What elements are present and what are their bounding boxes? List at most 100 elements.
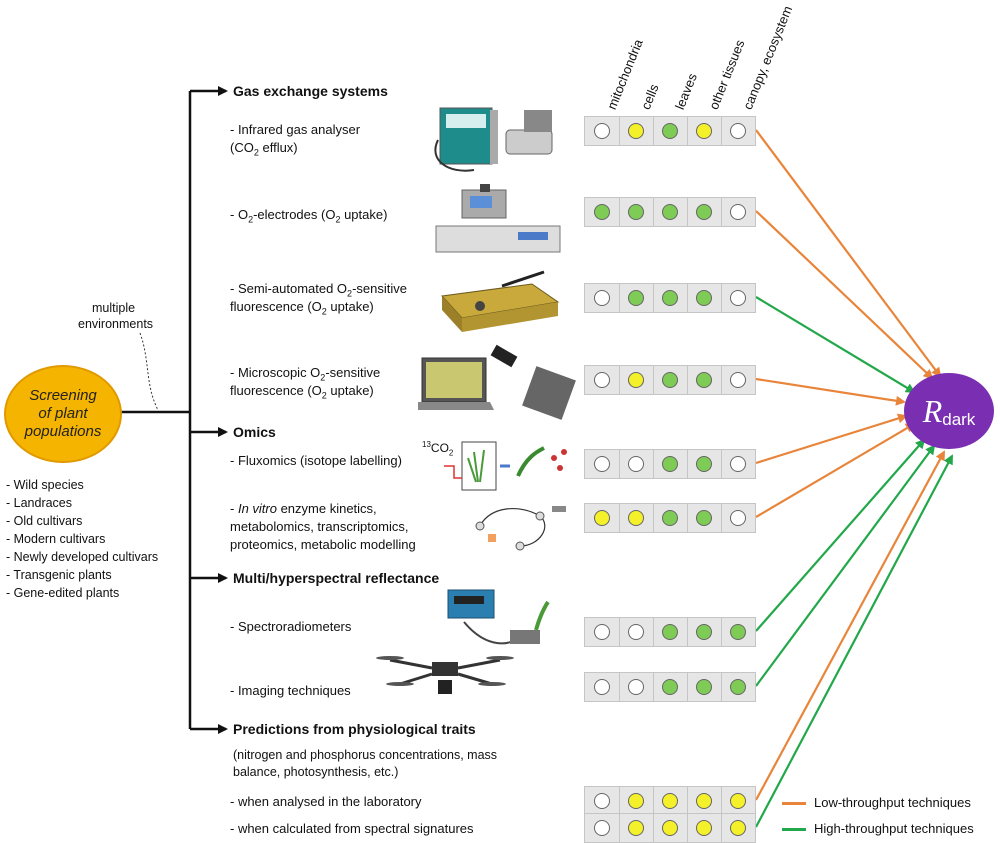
semi-automated-image [440,270,560,332]
legend-low-label: Low-throughput techniques [814,795,971,810]
matrix-dot-white [730,290,746,306]
legend-high-swatch [782,828,806,831]
matrix-cell-divider [653,198,654,226]
matrix-dot-yellow [628,793,644,809]
matrix-cell-divider [687,366,688,394]
matrix-dot-white [730,456,746,472]
species-item: - Transgenic plants [6,568,112,582]
matrix-cell-divider [653,284,654,312]
matrix-cell-divider [687,504,688,532]
matrix-dot-yellow [696,820,712,836]
matrix-dot-green [730,679,746,695]
r-dark-subscript: dark [942,410,976,429]
matrix-cell-divider [619,284,620,312]
matrix-cell-divider [687,117,688,145]
matrix-cell-divider [687,618,688,646]
species-item: - Landraces [6,496,73,510]
matrix-dot-green [696,290,712,306]
matrix-row-semi-automated [584,283,756,313]
pathway-image [475,506,566,551]
matrix-dot-white [628,456,644,472]
matrix-cell-divider [653,814,654,842]
arrow-irga [755,129,942,378]
matrix-cell-divider [721,450,722,478]
matrix-cell-divider [687,814,688,842]
co2-labelling-image [444,441,567,491]
matrix-cell-divider [653,618,654,646]
matrix-dot-yellow [696,793,712,809]
matrix-dot-white [628,679,644,695]
header-spectral: Multi/hyperspectral reflectance [233,570,440,586]
matrix-cell-divider [653,504,654,532]
matrix-cell-divider [653,787,654,815]
r-dark-symbol: R [922,392,943,429]
matrix-dot-green [662,372,678,388]
matrix-cell-divider [653,450,654,478]
arrow-imaging [755,444,936,687]
matrix-dot-white [594,624,610,640]
matrix-row-fluxomics [584,449,756,479]
screening-line3: populations [24,423,102,440]
environments-label: environments [78,317,154,331]
matrix-dot-green [662,123,678,139]
matrix-dot-green [662,510,678,526]
matrix-cell-divider [619,366,620,394]
in-vitro-label: - In vitro enzyme kinetics, [230,501,377,516]
co2-label: 13CO2 [422,440,454,458]
microscopic-label-2: fluorescence (O2 uptake) [230,383,374,401]
predictions-note-1: (nitrogen and phosphorus concentrations,… [233,748,498,762]
matrix-dot-green [662,290,678,306]
screening-line1: Screening [29,387,97,404]
matrix-row-spectral-signatures [584,813,756,843]
matrix-dot-green [662,679,678,695]
matrix-cell-divider [721,504,722,532]
arrow-fluxomics [755,413,908,465]
matrix-dot-white [594,123,610,139]
matrix-row-spectroradiometers [584,617,756,647]
species-item: - Old cultivars [6,514,83,528]
matrix-dot-yellow [628,510,644,526]
matrix-dot-white [730,123,746,139]
arrow-laboratory [755,450,945,801]
header-gas-exchange: Gas exchange systems [233,83,388,99]
matrix-dot-green [628,290,644,306]
matrix-dot-yellow [628,820,644,836]
matrix-cell-divider [619,787,620,815]
arrow-in-vitro [755,422,916,518]
matrix-cell-divider [653,673,654,701]
fluxomics-label: - Fluxomics (isotope labelling) [230,453,402,468]
matrix-cell-divider [687,450,688,478]
microscope-image [418,344,576,420]
matrix-dot-white [730,204,746,220]
gas-analyser-image [434,107,553,172]
matrix-cell-divider [653,117,654,145]
matrix-dot-white [730,510,746,526]
matrix-cell-divider [619,673,620,701]
header-omics: Omics [233,424,276,440]
semi-automated-label-2: fluorescence (O2 uptake) [230,299,374,317]
matrix-dot-white [594,290,610,306]
irga-label-2: (CO2 efflux) [230,140,298,158]
matrix-dot-green [730,624,746,640]
matrix-cell-divider [619,450,620,478]
matrix-cell-divider [619,117,620,145]
matrix-dot-yellow [662,793,678,809]
drone-image [376,656,514,694]
screening-oval: Screening of plant populations [4,365,122,463]
matrix-cell-divider [619,504,620,532]
semi-automated-label: - Semi-automated O2-sensitive [230,281,407,299]
matrix-row-o2-electrodes [584,197,756,227]
matrix-cell-divider [687,284,688,312]
matrix-dot-green [662,456,678,472]
matrix-dot-green [662,204,678,220]
arrow-spectral-signatures [755,454,953,828]
arrow-semi-automated [755,296,916,394]
in-vitro-label-2: metabolomics, transcriptomics, [230,519,409,534]
screening-line2: of plant [38,405,88,422]
arrow-microscopic [755,377,906,406]
irga-label: - Infrared gas analyser [230,122,361,137]
matrix-cell-divider [721,198,722,226]
